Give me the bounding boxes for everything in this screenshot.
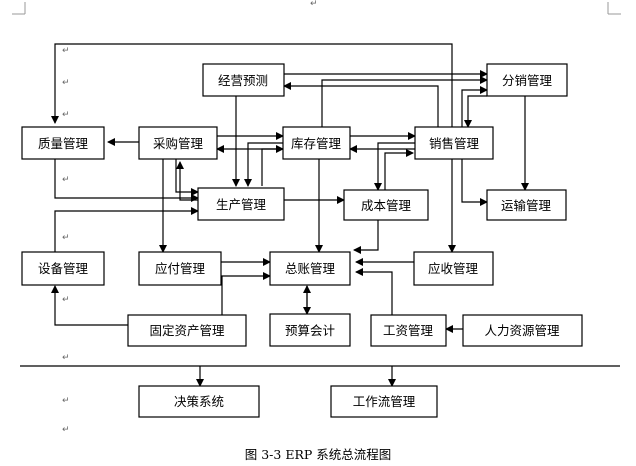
node-distribution: 分销管理 [486, 63, 568, 97]
svg-text:工资管理: 工资管理 [383, 323, 434, 338]
node-cost: 成本管理 [343, 189, 429, 221]
node-hr: 人力资源管理 [462, 314, 583, 347]
svg-text:↵: ↵ [62, 78, 70, 88]
svg-text:运输管理: 运输管理 [501, 198, 552, 213]
svg-text:↵: ↵ [62, 295, 70, 305]
node-budget: 预算会计 [269, 313, 351, 347]
node-payable: 应付管理 [138, 251, 222, 286]
svg-text:↵: ↵ [62, 353, 70, 363]
svg-text:成本管理: 成本管理 [361, 198, 412, 213]
svg-text:↵: ↵ [62, 175, 70, 185]
node-quality: 质量管理 [21, 126, 105, 160]
svg-text:↵: ↵ [62, 425, 70, 435]
node-forecast: 经营预测 [202, 63, 285, 97]
svg-text:固定资产管理: 固定资产管理 [149, 323, 225, 338]
page-corner-marks [12, 2, 621, 15]
svg-text:设备管理: 设备管理 [38, 261, 89, 276]
svg-text:↵: ↵ [62, 233, 70, 243]
node-sales: 销售管理 [414, 126, 494, 160]
node-production: 生产管理 [197, 187, 285, 221]
svg-text:人力资源管理: 人力资源管理 [484, 323, 560, 338]
svg-text:销售管理: 销售管理 [429, 136, 480, 151]
node-ledger: 总账管理 [269, 251, 351, 286]
svg-text:应付管理: 应付管理 [155, 261, 206, 276]
svg-text:↵: ↵ [62, 110, 70, 120]
svg-text:工作流管理: 工作流管理 [353, 394, 416, 409]
connectors [20, 43, 620, 387]
svg-text:库存管理: 库存管理 [291, 136, 342, 151]
node-purchase: 采购管理 [138, 126, 218, 160]
svg-text:↵: ↵ [310, 0, 318, 9]
svg-text:生产管理: 生产管理 [216, 197, 267, 212]
node-fixed-assets: 固定资产管理 [127, 314, 247, 347]
svg-text:↵: ↵ [62, 396, 70, 406]
paragraph-marks: ↵ ↵ ↵ ↵ ↵ ↵ ↵ ↵ ↵ ↵ [62, 0, 318, 435]
svg-text:采购管理: 采购管理 [153, 136, 204, 151]
node-payroll: 工资管理 [370, 314, 447, 347]
svg-text:质量管理: 质量管理 [38, 136, 89, 151]
node-inventory: 库存管理 [282, 126, 351, 160]
node-equipment: 设备管理 [21, 251, 105, 286]
figure-caption: 图 3-3 ERP 系统总流程图 [245, 447, 392, 462]
svg-text:决策系统: 决策系统 [174, 394, 224, 409]
node-workflow: 工作流管理 [330, 385, 438, 418]
node-decision: 决策系统 [138, 385, 260, 418]
node-receivable: 应收管理 [413, 251, 494, 286]
svg-text:经营预测: 经营预测 [218, 73, 268, 88]
svg-text:分销管理: 分销管理 [502, 73, 553, 88]
svg-text:↵: ↵ [62, 46, 70, 56]
svg-text:总账管理: 总账管理 [285, 261, 336, 276]
svg-text:预算会计: 预算会计 [285, 323, 335, 338]
svg-text:应收管理: 应收管理 [428, 261, 479, 276]
node-transport: 运输管理 [486, 189, 567, 221]
